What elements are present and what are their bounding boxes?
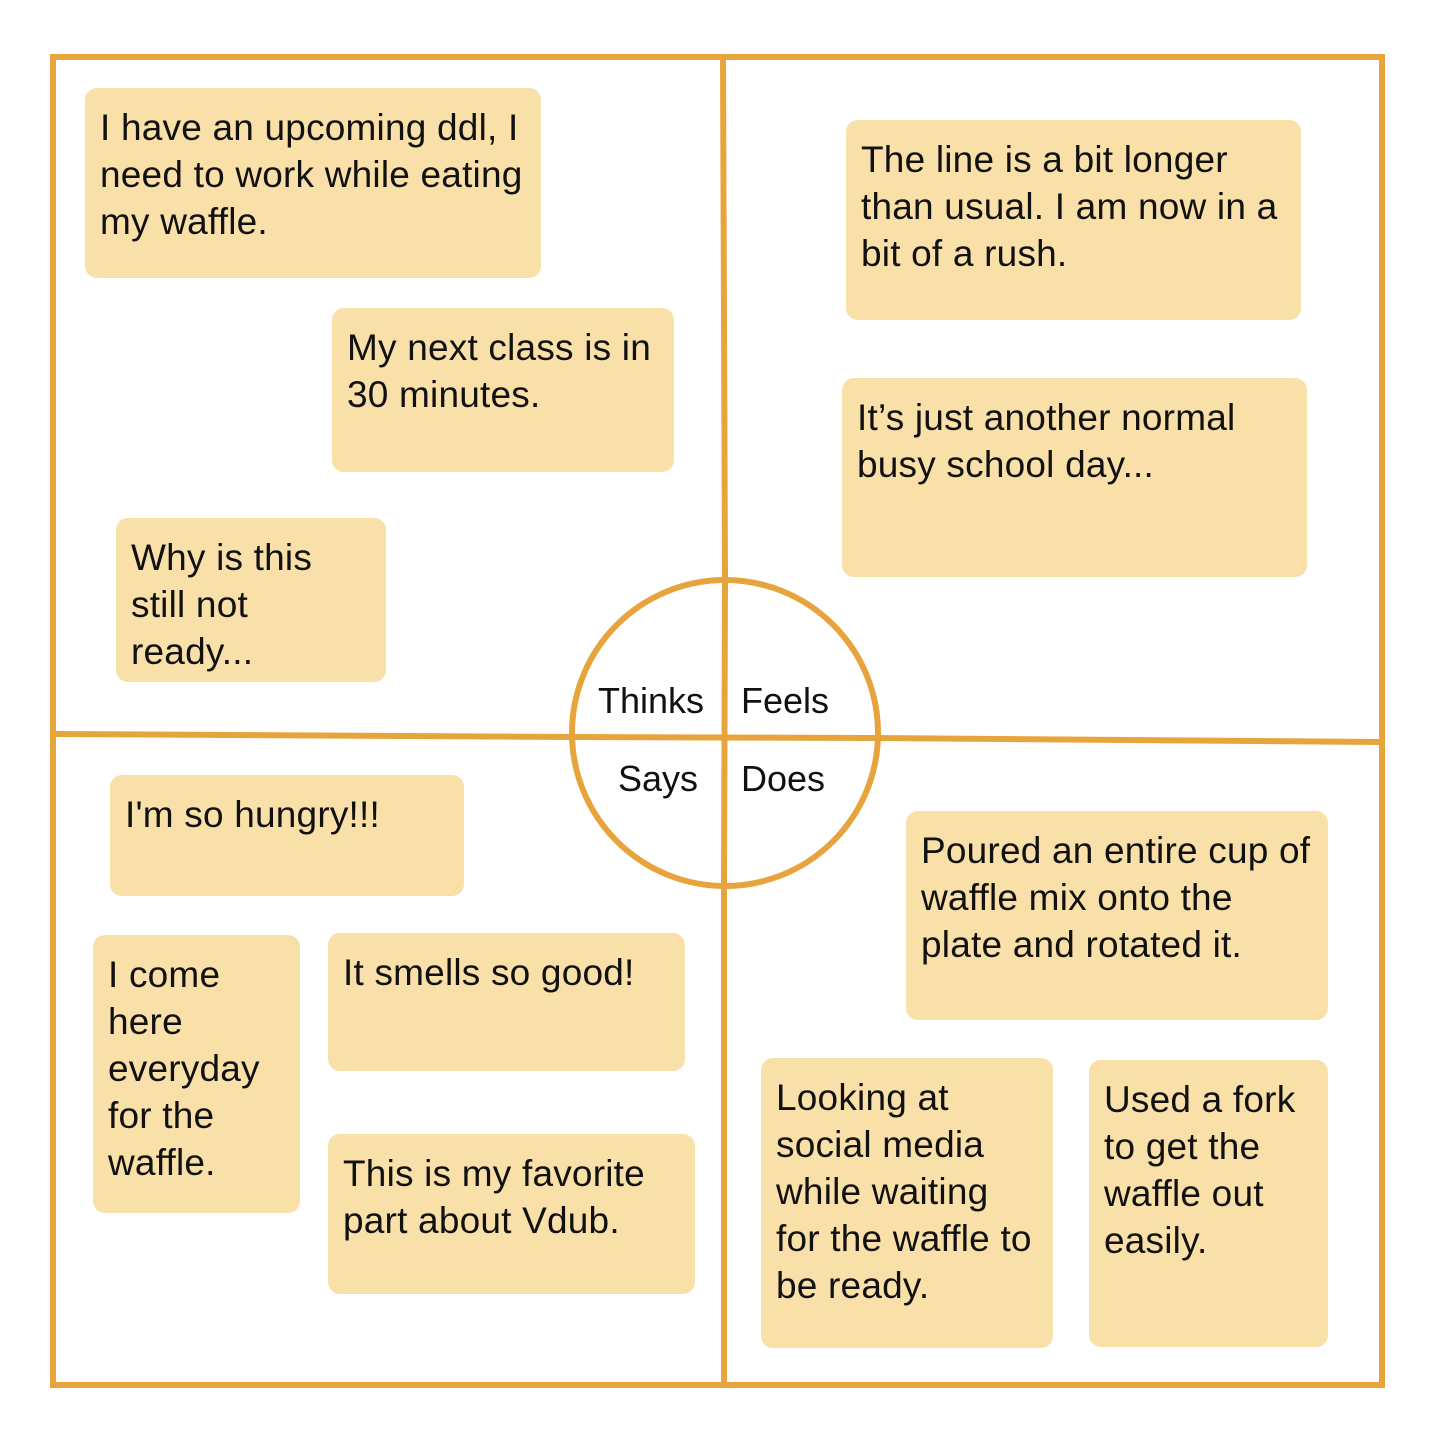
says-note-favorite-part: This is my favorite part about Vdub. (328, 1134, 695, 1294)
note-text: I come here everyday for the waffle. (108, 954, 260, 1183)
does-label: Does (741, 758, 826, 799)
horizontal-divider-left (52, 731, 573, 740)
note-text: Looking at social media while waiting fo… (776, 1077, 1032, 1306)
thinks-note-not-ready: Why is this still not ready... (116, 518, 386, 682)
says-note-smells-good: It smells so good! (328, 933, 685, 1071)
does-note-social-media: Looking at social media while waiting fo… (761, 1058, 1053, 1348)
says-note-hungry: I'm so hungry!!! (110, 775, 464, 896)
note-text: I'm so hungry!!! (125, 794, 380, 835)
does-note-used-fork: Used a fork to get the waffle out easily… (1089, 1060, 1328, 1347)
thinks-label: Thinks (598, 680, 705, 721)
note-text: It smells so good! (343, 952, 635, 993)
note-text: Used a fork to get the waffle out easily… (1104, 1079, 1296, 1261)
outer-frame (50, 54, 1385, 1388)
thinks-note-next-class: My next class is in 30 minutes. (332, 308, 674, 472)
says-label: Says (618, 758, 699, 799)
note-text: This is my favorite part about Vdub. (343, 1153, 645, 1241)
note-text: Poured an entire cup of waffle mix onto … (921, 830, 1311, 965)
circle-vertical-divider (721, 579, 728, 887)
feels-note-line-longer: The line is a bit longer than usual. I a… (846, 120, 1301, 320)
does-note-poured-mix: Poured an entire cup of waffle mix onto … (906, 811, 1328, 1020)
vertical-divider-top (720, 56, 728, 581)
thinks-note-upcoming-ddl: I have an upcoming ddl, I need to work w… (85, 88, 541, 278)
note-text: The line is a bit longer than usual. I a… (861, 139, 1278, 274)
horizontal-divider-right (877, 735, 1383, 745)
feels-note-normal-day: It’s just another normal busy school day… (842, 378, 1307, 577)
note-text: Why is this still not ready... (131, 537, 313, 672)
feels-label: Feels (741, 680, 830, 721)
note-text: It’s just another normal busy school day… (857, 397, 1236, 485)
says-note-come-everyday: I come here everyday for the waffle. (93, 935, 300, 1213)
circle-horizontal-divider (571, 734, 879, 741)
note-text: My next class is in 30 minutes. (347, 327, 651, 415)
note-text: I have an upcoming ddl, I need to work w… (100, 107, 523, 242)
